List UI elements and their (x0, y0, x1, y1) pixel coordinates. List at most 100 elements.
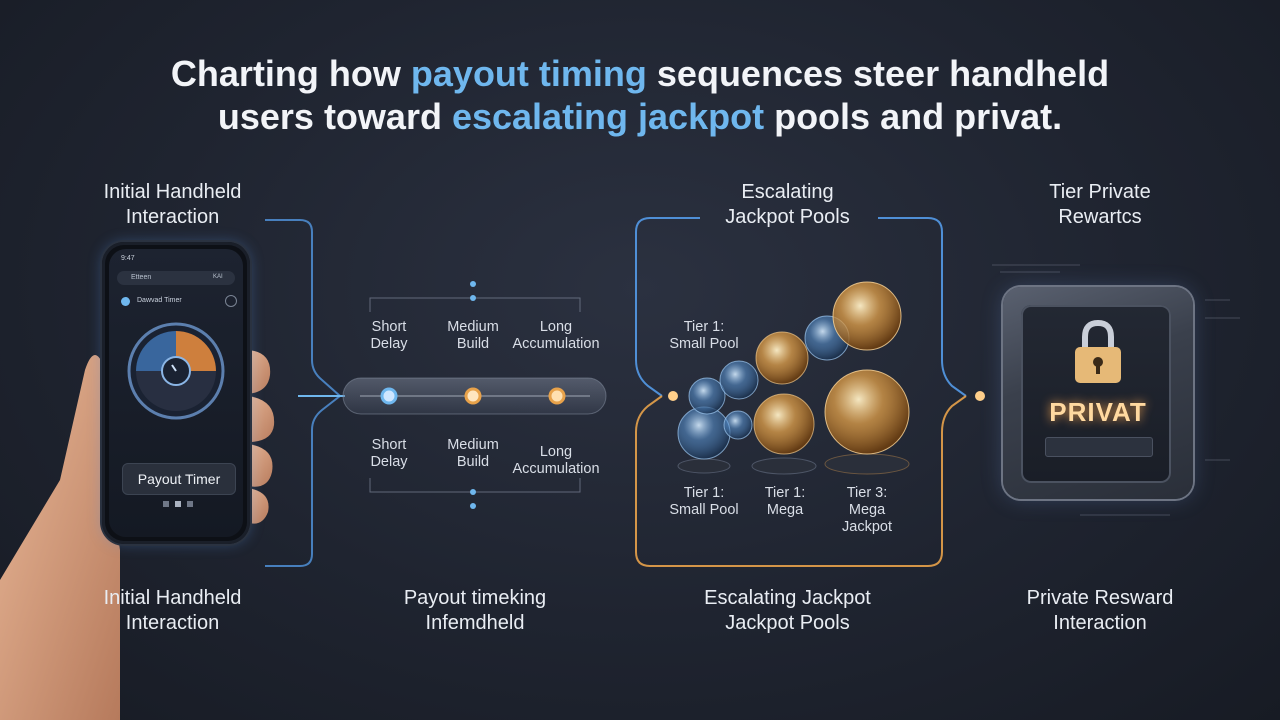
timeline-top-long: Long Accumulation (506, 319, 606, 353)
coin-orb-blue (688, 377, 726, 415)
timeline-bottom-short: Short Delay (349, 437, 429, 471)
label-line: Build (456, 454, 490, 470)
payout-timer-button[interactable]: Payout Timer (122, 463, 236, 495)
timeline-node-long (548, 387, 566, 405)
headline-highlight: escalating jackpot (451, 96, 765, 137)
timer-title: Dawvad Timer (137, 297, 182, 304)
label-line: Escalating (741, 181, 834, 203)
timeline-top-medium: Medium Build (433, 319, 513, 353)
label-line: Rewartcs (1058, 206, 1142, 228)
label-line: Tier 1: (764, 485, 806, 501)
bottom-label-initial: Initial Handheld Interaction (70, 586, 275, 636)
phone-mockup: 9:47 Etteen ΚΑΙ Dawvad Timer Payout Time… (102, 242, 250, 544)
coin-orb-gold (824, 369, 910, 455)
label-line: Infemdheld (425, 612, 525, 634)
initial-bracket (265, 395, 341, 567)
label-line: Delay (370, 336, 408, 352)
headline: Charting how payout timing sequences ste… (0, 52, 1280, 138)
label-line: Short (371, 319, 407, 335)
settings-icon[interactable] (225, 295, 237, 307)
pedestal (677, 458, 731, 474)
label-line: Tier 3: (846, 485, 888, 501)
timer-icon (121, 297, 130, 306)
bottom-label-private: Private Resward Interaction (995, 586, 1205, 636)
connector-node (668, 391, 678, 401)
label-line: Small Pool (669, 336, 739, 352)
label-line: Long (539, 444, 573, 460)
page-dot (187, 501, 193, 507)
headline-line-1: Charting how payout timing sequences ste… (0, 52, 1280, 95)
label-line: Interaction (1053, 612, 1147, 634)
padlock-icon (1075, 319, 1121, 383)
page-dot (175, 501, 181, 507)
dial-icon (127, 322, 225, 420)
label-line: Small Pool (669, 502, 739, 518)
initial-bracket (265, 219, 341, 397)
label-line: Accumulation (512, 461, 600, 477)
url-bar[interactable] (117, 271, 235, 285)
pool-label-mega: Tier 1: Mega (750, 485, 820, 519)
url-text: Etteen (131, 274, 152, 281)
top-label-initial: Initial Handheld Interaction (70, 180, 275, 230)
label-line: Mega (848, 502, 886, 518)
coin-orb-gold (753, 393, 815, 455)
pools-bracket (878, 217, 967, 397)
vault-slot (1045, 437, 1153, 457)
bottom-label-escalating: Escalating Jackpot Jackpot Pools (675, 586, 900, 636)
label-line: Initial Handheld (103, 181, 242, 203)
timeline-bottom-dot (470, 489, 476, 495)
pool-top-label: Tier 1: Small Pool (662, 319, 746, 353)
label-line: Escalating Jackpot (704, 587, 871, 609)
label-line: Mega (766, 502, 804, 518)
headline-line-2: users toward escalating jackpot pools an… (0, 95, 1280, 138)
label-line: Medium (447, 319, 499, 335)
timeline-top-short: Short Delay (349, 319, 429, 353)
coin-orb-blue (719, 360, 759, 400)
coin-orb-blue (677, 406, 731, 460)
label-line: Medium (447, 437, 499, 453)
pools-bracket (635, 395, 967, 567)
label-line: Tier Private (1049, 181, 1151, 203)
vault-tech-lines (992, 264, 1240, 516)
timeline-top-dot (470, 281, 476, 287)
headline-text: pools and privat. (764, 96, 1063, 137)
timeline-top-dot (470, 295, 476, 301)
label-line: Long (539, 319, 573, 335)
timeline-node-medium (464, 387, 482, 405)
hand-illustration (0, 350, 275, 720)
top-label-tier-private: Tier Private Rewartcs (1010, 180, 1190, 230)
label-line: Initial Handheld (103, 587, 242, 609)
pools-bracket (635, 217, 700, 397)
pool-label-small: Tier 1: Small Pool (662, 485, 746, 519)
page-dot (163, 501, 169, 507)
vault-label: PRIVAT (1049, 397, 1147, 427)
label-line: Tier 1: (683, 485, 725, 501)
label-line: Interaction (125, 612, 220, 634)
headline-highlight: payout timing (410, 53, 647, 94)
coin-orb-mixed (755, 331, 809, 385)
label-line: Interaction (125, 206, 220, 228)
label-line: Short (371, 437, 407, 453)
label-line: Build (456, 336, 490, 352)
pedestal (751, 457, 817, 475)
label-line: Jackpot (842, 519, 892, 535)
label-line: Accumulation (512, 336, 600, 352)
timeline-bottom-dot (470, 503, 476, 509)
timeline-bottom-medium: Medium Build (433, 437, 513, 471)
pool-label-jackpot: Tier 3: Mega Jackpot (830, 485, 904, 536)
label-line: Payout timeking (403, 587, 547, 609)
label-line: Jackpot Pools (725, 206, 850, 228)
headline-text: Charting how (170, 53, 411, 94)
headline-text: sequences steer handheld (646, 53, 1110, 94)
coin-orb-blue (723, 410, 753, 440)
headline-text: users toward (217, 96, 452, 137)
label-line: Private Resward (1026, 587, 1174, 609)
bottom-label-payout: Payout timeking Infemdheld (370, 586, 580, 636)
label-line: Jackpot Pools (725, 612, 850, 634)
connector-node (975, 391, 985, 401)
label-line: Tier 1: (683, 319, 725, 335)
phone-screen: 9:47 Etteen ΚΑΙ Dawvad Timer Payout Time… (109, 249, 243, 537)
label-line: Delay (370, 454, 408, 470)
url-right-text: ΚΑΙ (213, 274, 223, 280)
